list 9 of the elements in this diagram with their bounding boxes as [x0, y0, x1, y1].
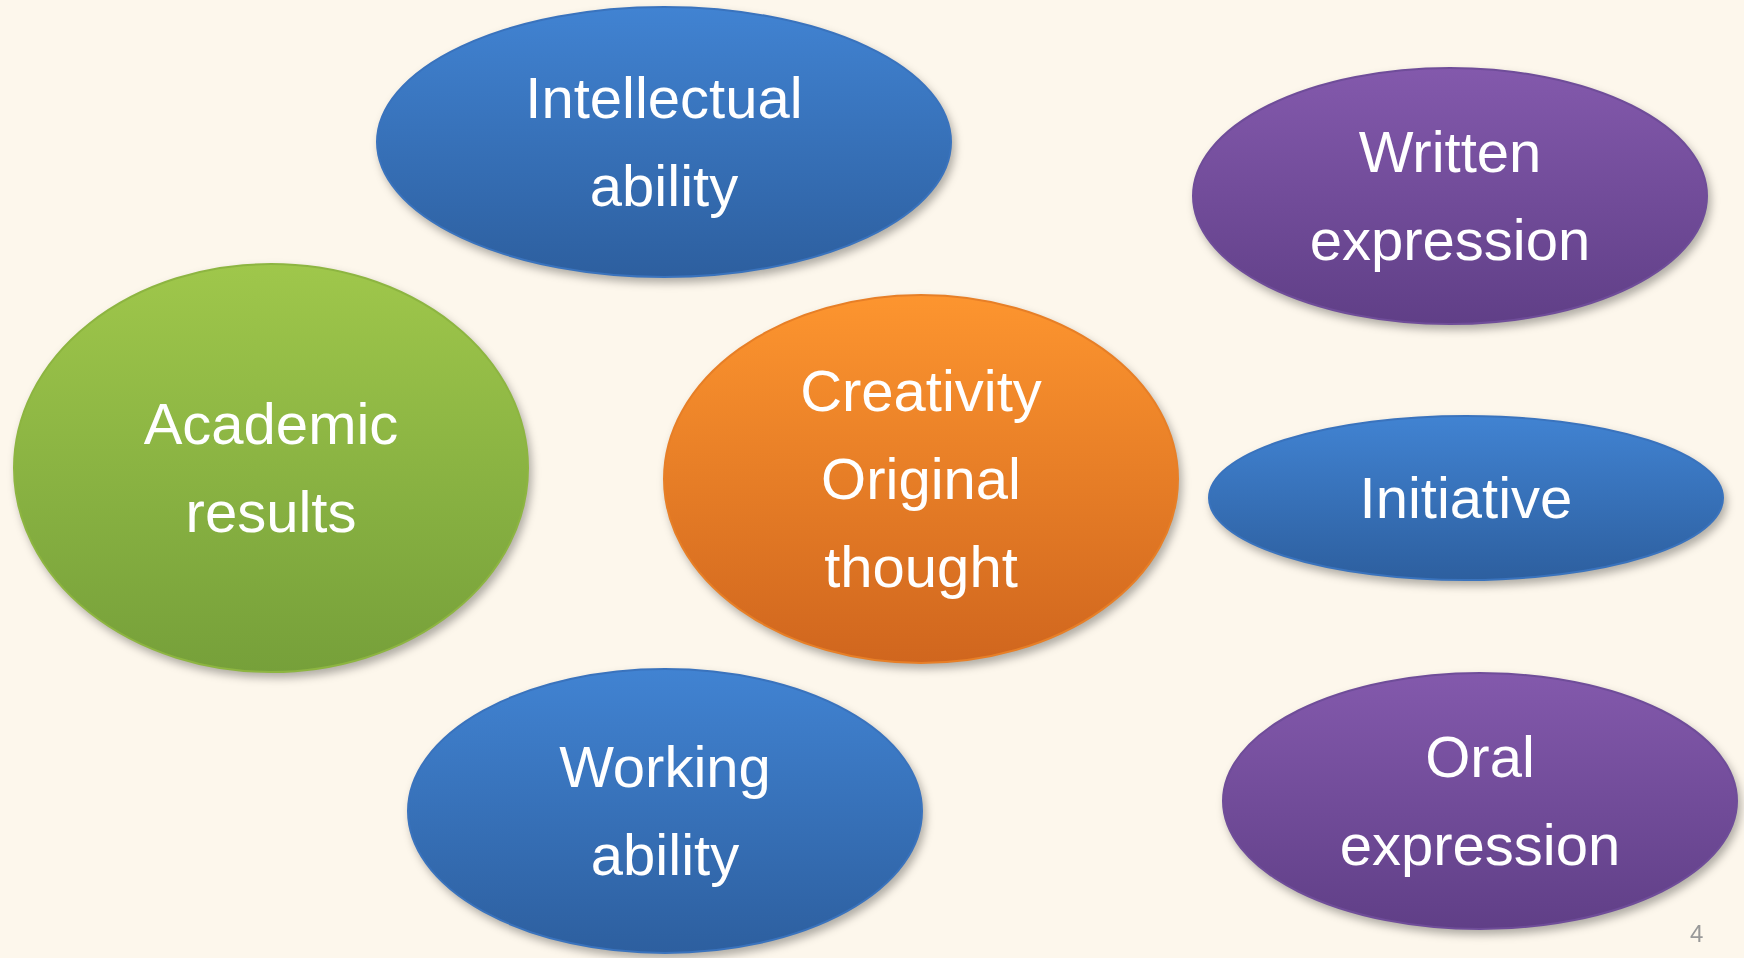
node-label: Working ability [558, 733, 772, 889]
node-label: Oral expression [1338, 723, 1622, 879]
node-label: Creativity [799, 357, 1043, 425]
node-label: Initiative [1358, 464, 1574, 532]
node-label: Intellectual ability [524, 64, 804, 220]
node-label: Original thought [820, 445, 1022, 601]
node-label: Academic results [142, 390, 400, 546]
page-number: 4 [1690, 920, 1704, 948]
node-label: Written expression [1308, 118, 1592, 274]
